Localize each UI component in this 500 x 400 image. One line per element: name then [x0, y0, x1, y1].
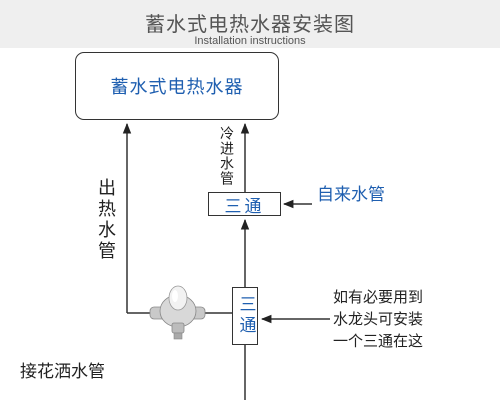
- cold-in-label: 冷进水管: [218, 126, 234, 186]
- mixing-valve-icon: [149, 285, 206, 340]
- note-line: 水龙头可安装: [333, 310, 424, 328]
- shower-pipe-label: 接花洒水管: [20, 362, 105, 382]
- tee-top-label: 三通: [224, 196, 265, 217]
- hot-out-label: 出热水管: [95, 178, 116, 262]
- water-heater-box: 蓄水式电热水器: [75, 52, 279, 120]
- diagram-subtitle: Installation instructions: [194, 35, 306, 47]
- note-line: 如有必要用到: [333, 288, 424, 306]
- note-text: 如有必要用到 水龙头可安装 一个三通在这: [333, 286, 423, 352]
- water-heater-label: 蓄水式电热水器: [110, 77, 244, 98]
- note-line: 一个三通在这: [333, 332, 424, 350]
- tee-box-bottom: 三通: [232, 287, 258, 345]
- tee-box-top: 三通: [208, 192, 281, 217]
- tee-bottom-label: 三通: [235, 295, 256, 337]
- tap-water-label: 自来水管: [317, 185, 385, 205]
- diagram-title: 蓄水式电热水器安装图: [145, 12, 355, 36]
- header-band: [0, 0, 500, 48]
